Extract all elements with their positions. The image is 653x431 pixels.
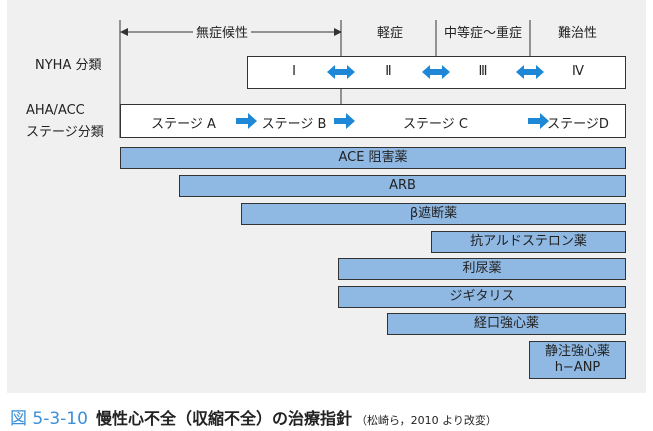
stage-d: ステージD [547, 117, 609, 132]
bar-ace-inhibitor: ACE 阻害薬 [120, 147, 626, 169]
header-moderate-severe: 中等症〜重症 [441, 22, 526, 41]
nyha-class-4: Ⅳ [572, 64, 584, 79]
double-arrow-icon [422, 65, 450, 79]
right-arrow-icon [236, 113, 257, 129]
double-arrow-icon [516, 65, 544, 79]
double-arrow-icon [327, 65, 355, 79]
bar-digitalis: ジギタリス [338, 286, 626, 308]
bar-anti-aldosterone: 抗アルドステロン薬 [431, 231, 626, 253]
bar-arb: ARB [179, 175, 626, 197]
nyha-row-label: NYHA 分類 [35, 58, 102, 73]
header-refractory: 難治性 [555, 22, 601, 41]
stage-a: ステージ A [151, 117, 216, 132]
right-arrow-icon [334, 113, 355, 129]
figure-title: 慢性心不全（収縮不全）の治療指針 [95, 409, 352, 428]
bar-beta-blocker: β遮断薬 [241, 203, 626, 225]
stage-c: ステージ C [403, 117, 468, 132]
bar-diuretic: 利尿薬 [338, 258, 626, 280]
right-arrow-icon [528, 113, 549, 129]
nyha-class-1: Ⅰ [292, 64, 296, 79]
stage-b: ステージ B [261, 117, 327, 132]
header-asymptomatic: 無症候性 [193, 22, 252, 41]
figure-caption: 図 5-3-10 慢性心不全（収縮不全）の治療指針（松崎ら，2010 より改変） [10, 404, 497, 429]
bar-iv-inotrope: 静注強心薬 h−ANP [529, 341, 626, 379]
aha-row-label-line2: ステージ分類 [26, 125, 104, 140]
header-mild: 軽症 [374, 22, 407, 41]
nyha-box [247, 56, 626, 89]
bar-oral-inotrope: 経口強心薬 [387, 313, 626, 335]
nyha-class-2: Ⅱ [385, 64, 392, 79]
nyha-class-3: Ⅲ [478, 64, 488, 79]
aha-row-label-line1: AHA/ACC [26, 103, 85, 118]
figure-number: 図 5-3-10 [10, 409, 88, 429]
figure-source-note: （松崎ら，2010 より改変） [355, 414, 497, 427]
